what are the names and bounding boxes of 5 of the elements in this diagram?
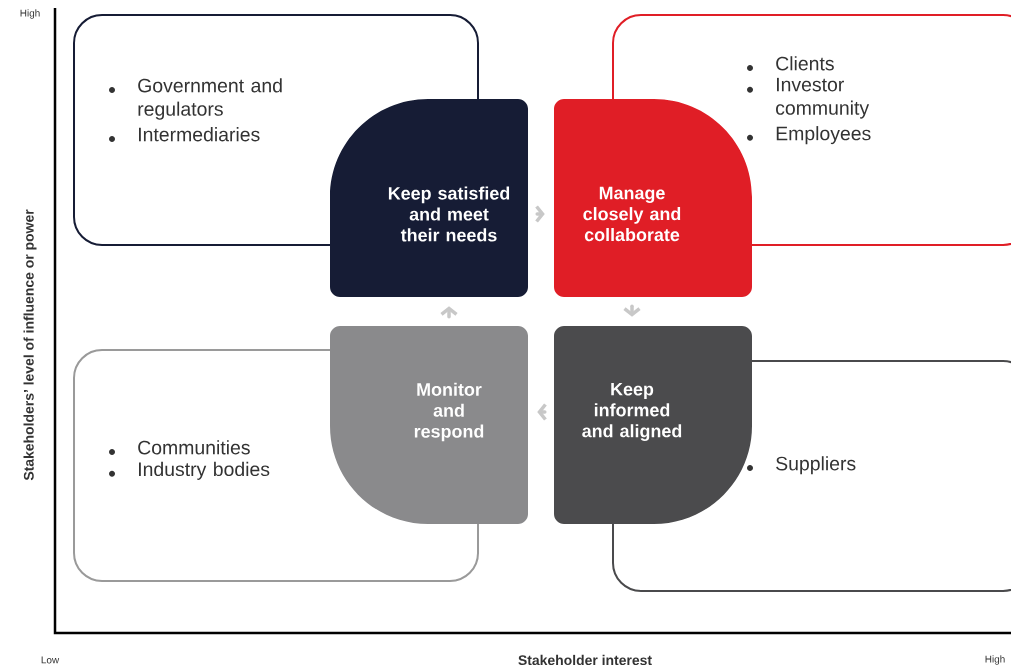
axis-end-label: Low xyxy=(41,656,60,664)
axis-end-label: High xyxy=(20,9,40,19)
axis-title: Stakeholder interest xyxy=(518,654,652,666)
axis-title: Stakeholders’ level of influence or power xyxy=(23,209,37,481)
axis-end-label: High xyxy=(985,655,1005,665)
